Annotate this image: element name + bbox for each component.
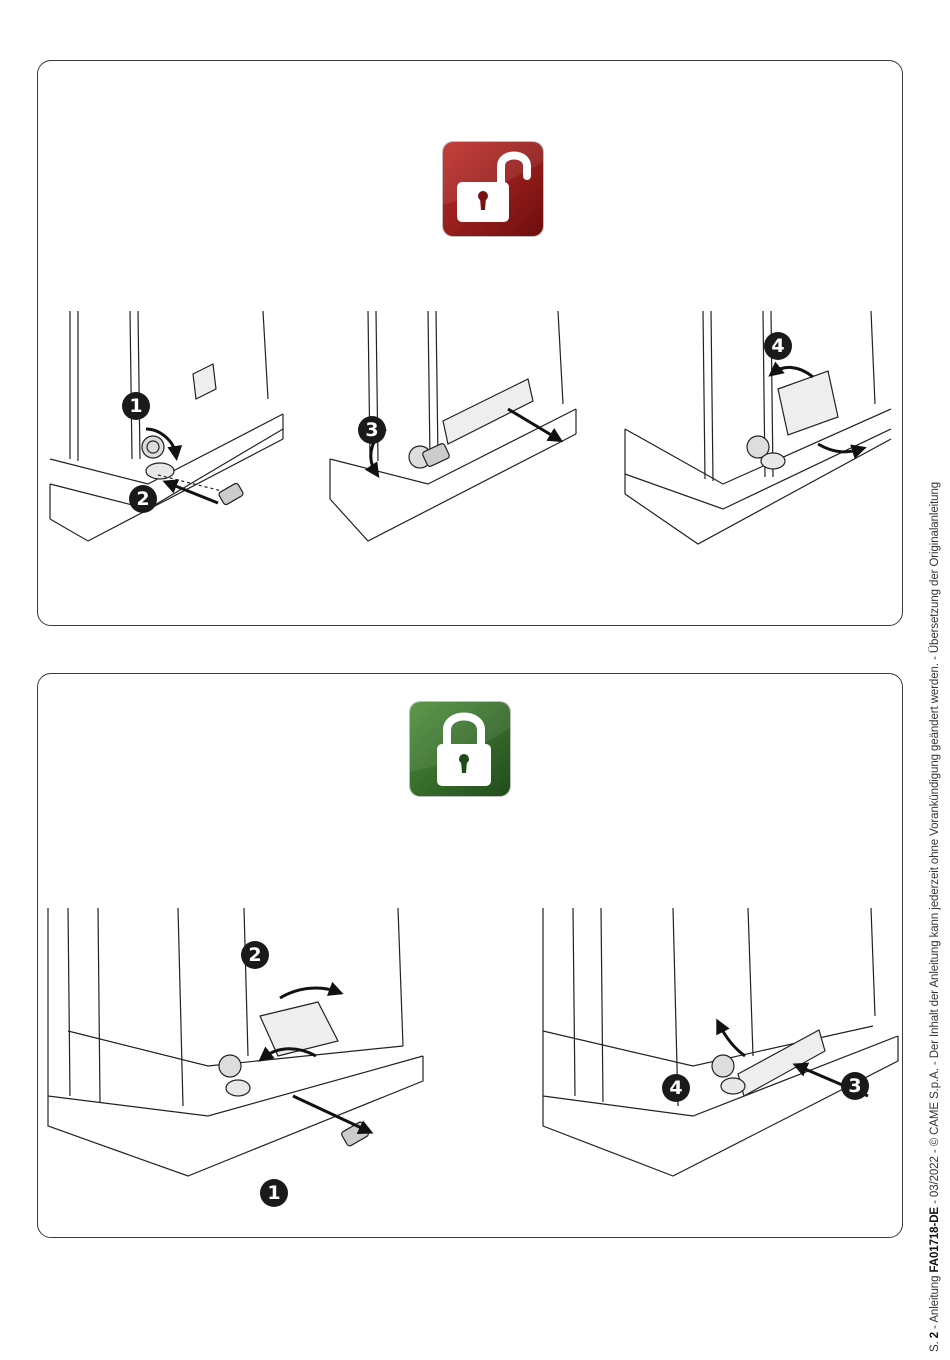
step-badge-2: 2 [129, 485, 157, 513]
unlock-step-illustration-1 [48, 309, 288, 549]
lock-step-illustration-2 [523, 906, 903, 1206]
lock-tile [410, 702, 510, 796]
footer-text: S. 2 - Anleitung FA01718-DE - 03/2022 - … [929, 382, 941, 1352]
padlock-open-icon [443, 142, 543, 236]
footer-page-number: 2 [929, 1332, 941, 1338]
unlock-step-illustration-3 [623, 309, 893, 559]
step-badge-1: 1 [260, 1179, 288, 1207]
step-badge-3: 3 [358, 416, 386, 444]
padlock-closed-icon [410, 702, 510, 796]
lock-panel: 2 1 4 3 [37, 673, 903, 1238]
footer-manual-label: - Anleitung [929, 1273, 941, 1332]
footer-rest: - 03/2022 - © CAME S.p.A. - Der Inhalt d… [929, 482, 941, 1207]
step-badge-4: 4 [764, 332, 792, 360]
footer-doc-code: FA01718-DE [929, 1207, 941, 1272]
unlock-panel: 1 2 3 4 [37, 60, 903, 626]
unlock-tile [443, 142, 543, 236]
step-badge-3: 3 [841, 1072, 869, 1100]
lock-step-illustration-1 [38, 906, 428, 1206]
footer-page-prefix: S. [929, 1338, 941, 1352]
step-badge-2: 2 [241, 941, 269, 969]
step-badge-1: 1 [122, 392, 150, 420]
step-badge-4: 4 [662, 1074, 690, 1102]
